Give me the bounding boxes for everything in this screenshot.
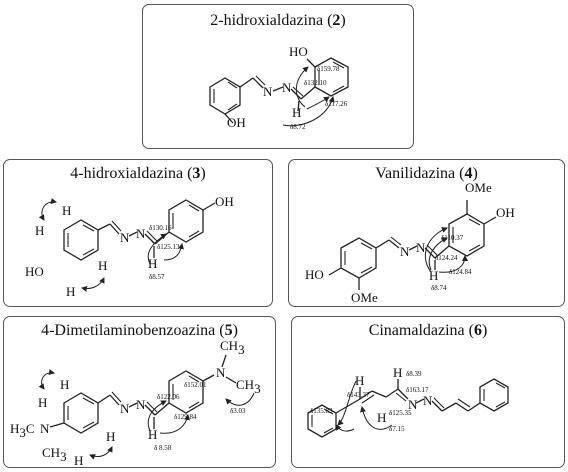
structure-2: HO OH N N H δ159.78 δ132.10 δ117.26 δ8.7… [209, 44, 349, 131]
compound-number: 3 [192, 165, 201, 182]
hydrogen-label: H [148, 427, 157, 442]
hydrogen-label: H [377, 410, 386, 425]
shift-label: δ130.16 [149, 224, 172, 232]
compound-number: 5 [224, 322, 233, 339]
shift-label: δ135.83 [310, 407, 333, 415]
hydrogen-label: H [355, 373, 364, 388]
shift-label: δ163.17 [406, 386, 429, 394]
nitrogen-label: N [136, 397, 146, 412]
nitrogen-label: N [40, 421, 50, 436]
nitrogen-label: N [408, 397, 418, 412]
nitrogen-label: N [282, 80, 292, 95]
hydroxy-label: OH [496, 205, 515, 220]
compound-name: 4-hidroxialdazina [70, 165, 184, 182]
methyl-label: CH3 [42, 445, 67, 464]
hydrogen-label: H [106, 429, 115, 444]
panel-title: Cinamaldazina (6) [368, 322, 488, 339]
compound-number: 4 [464, 165, 473, 182]
shift-label: δ129.84 [174, 413, 197, 421]
shift-label: δ122.06 [157, 393, 180, 401]
nitrogen-label: N [120, 230, 130, 245]
hydrogen-label: H [38, 395, 47, 410]
methoxy-label: OMe [351, 290, 378, 305]
compound-name: 2-hidroxialdazina [210, 12, 324, 29]
structure-6: H H H N N δ8.39 δ143.37 δ163.17 δ135.83 … [307, 365, 509, 438]
shift-label: δ132.10 [304, 79, 327, 87]
compound-name: Vanilidazina [375, 165, 456, 182]
shift-label: δ8.74 [431, 284, 447, 292]
hydrogen-label: H [98, 258, 107, 273]
panel-compound-6: Cinamaldazina (6) [291, 316, 565, 468]
compound-name: 4-Dimetilaminobenzoazina [41, 322, 216, 339]
compound-number: 6 [473, 322, 482, 339]
nitrogen-label: N [423, 393, 433, 408]
hydroxy-label: OH [215, 194, 234, 209]
methyl-label: H3C [10, 421, 35, 440]
compound-name: Cinamaldazina [368, 322, 465, 339]
hydrogen-label: H [60, 377, 69, 392]
hydrogen-label: H [292, 105, 301, 120]
hydrogen-label: H [429, 268, 438, 283]
nitrogen-label: N [416, 240, 426, 255]
panel-title: Vanilidazina (4) [375, 165, 478, 182]
shift-label: δ159.78 [317, 65, 340, 73]
methyl-label: CH3 [236, 377, 261, 396]
shift-label: δ8.39 [406, 370, 422, 378]
shift-label: δ117.26 [325, 100, 348, 108]
shift-label: δ143.37 [347, 391, 370, 399]
panel-compound-2: 2-hidroxialdazina (2) HO OH [142, 4, 414, 149]
panel-title: 2-hidroxialdazina (2) [210, 12, 346, 29]
hydroxy-label: OH [227, 115, 246, 130]
hydrogen-label: H [35, 223, 44, 238]
shift-label: δ124.24 [435, 254, 458, 262]
methyl-label: CH3 [220, 338, 245, 357]
structure-5: N CH3 CH3 N N H H H H H H3C N CH3 δ152.0… [10, 338, 261, 468]
nitrogen-label: N [400, 244, 410, 259]
nitrogen-label: N [216, 365, 226, 380]
hydrogen-label: H [62, 203, 71, 218]
structure-4: OMe OH HO OMe N N H δ110.37 δ124.24 δ124… [305, 180, 515, 305]
shift-label: δ125.35 [389, 409, 412, 417]
shift-label: δ8.72 [290, 123, 306, 131]
methoxy-label: OMe [465, 180, 492, 195]
shift-label: δ7.15 [389, 425, 405, 433]
shift-label: δ152.01 [184, 381, 207, 389]
shift-label: δ 8.58 [154, 444, 172, 452]
hydroxy-label: HO [25, 264, 44, 279]
panel-compound-5: 4-Dimetilaminobenzoazina (5) [3, 316, 276, 468]
nitrogen-label: N [120, 401, 130, 416]
panel-compound-4: Vanilidazina (4) OMe [288, 159, 565, 307]
shift-label: δ110.37 [441, 234, 464, 242]
hydrogen-label: H [74, 453, 83, 468]
panel-compound-3: 4-hidroxialdazina (3) [3, 159, 273, 307]
hydrogen-label: H [393, 365, 402, 380]
hydroxy-label: HO [289, 44, 308, 59]
shift-label: δ3.03 [230, 407, 246, 415]
structure-3: OH HO N N H H H H H δ130.16 δ125.13 δ8.5… [25, 194, 234, 299]
shift-label: δ125.13 [157, 243, 180, 251]
hydrogen-label: H [66, 284, 75, 299]
nitrogen-label: N [136, 226, 146, 241]
nitrogen-label: N [263, 84, 273, 99]
compound-number: 2 [332, 12, 341, 29]
shift-label: δ124.84 [449, 268, 472, 276]
hydroxy-label: HO [305, 267, 324, 282]
hydrogen-label: H [148, 256, 157, 271]
shift-label: δ8.57 [149, 273, 165, 281]
panel-title: 4-hidroxialdazina (3) [70, 165, 206, 182]
panel-title: 4-Dimetilaminobenzoazina (5) [41, 322, 238, 339]
